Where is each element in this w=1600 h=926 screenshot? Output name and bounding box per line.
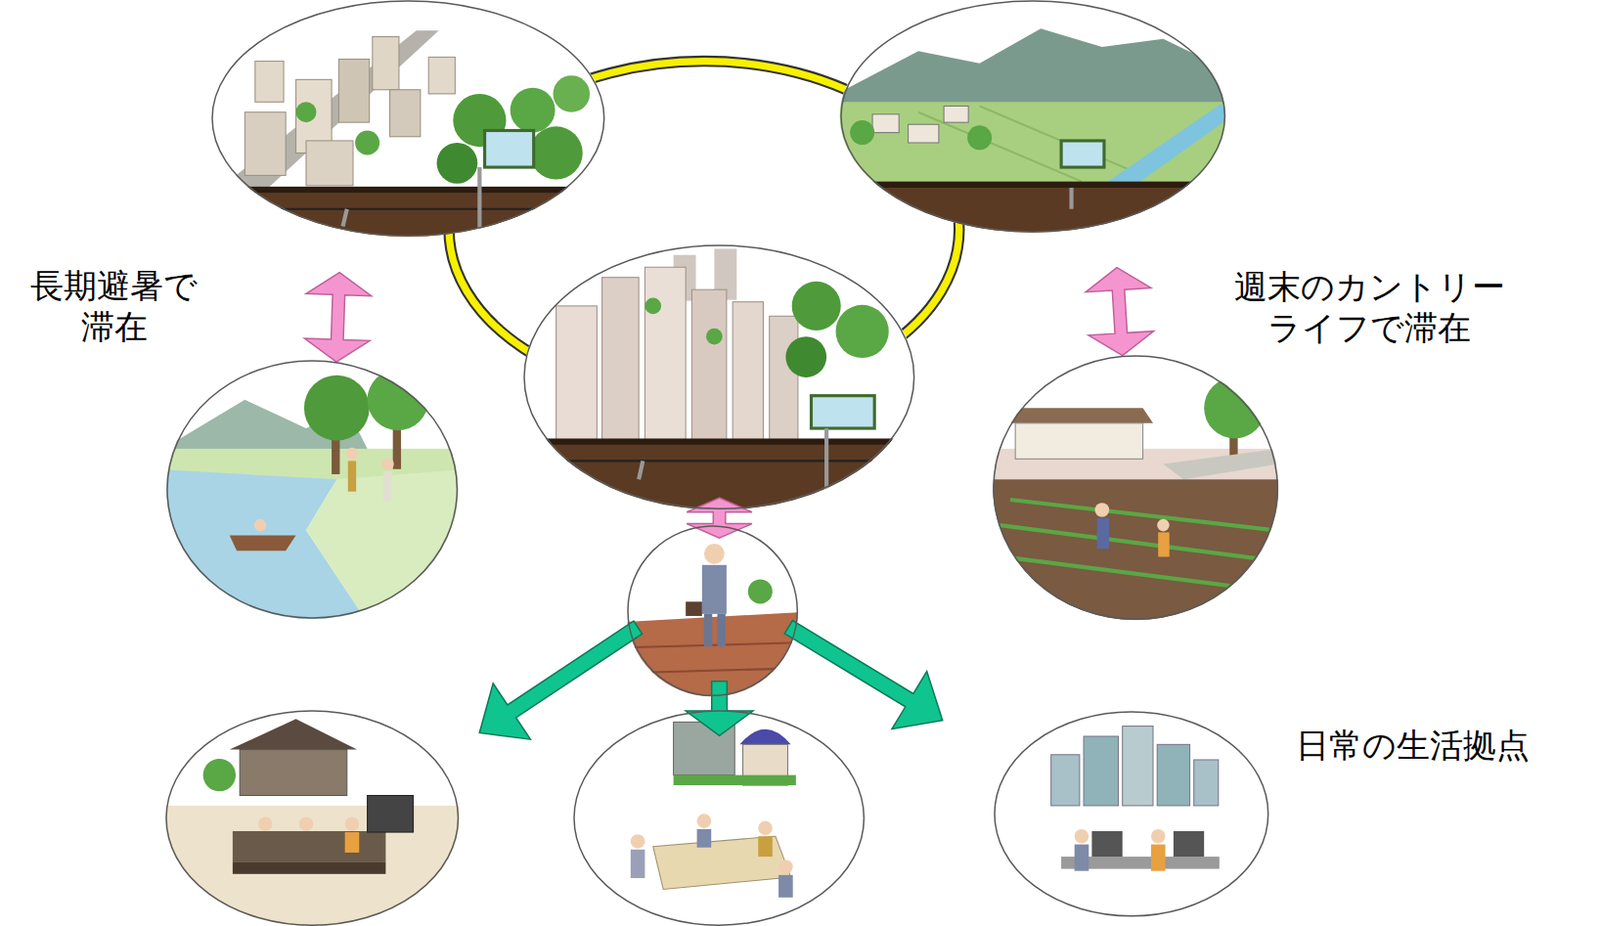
city-scene — [193, 30, 623, 261]
circle-outline — [165, 710, 459, 926]
circle-outline — [524, 245, 915, 509]
double-arrow — [1085, 267, 1154, 356]
scene-circle — [992, 355, 1279, 621]
scene-circle — [573, 710, 865, 926]
farm-scene — [989, 377, 1287, 623]
double-arrow — [304, 272, 371, 363]
scene-circle — [993, 711, 1270, 918]
circle-outline — [627, 526, 798, 696]
circle-outline — [166, 359, 458, 620]
rural-scene — [826, 28, 1245, 245]
circle-outline — [841, 0, 1225, 232]
scene-circle — [211, 0, 606, 237]
circle-outline — [167, 360, 457, 619]
circle-outline — [993, 711, 1270, 918]
circle-outline — [166, 711, 458, 926]
block-arrow — [784, 621, 942, 730]
scene-circle — [165, 710, 459, 926]
circle-outline — [992, 355, 1279, 621]
circle-outline — [574, 711, 864, 926]
meeting-scene — [630, 721, 797, 897]
walker-scene — [622, 543, 806, 705]
circle-outline — [840, 0, 1226, 233]
circle-outline — [626, 525, 799, 697]
scene-circle — [166, 359, 458, 620]
circle-outline — [994, 711, 1269, 917]
circle-outline — [993, 355, 1278, 620]
scene-circle — [523, 244, 916, 510]
scene-circle — [626, 525, 799, 697]
edge-label: 週末のカントリー ライフで滞在 — [1226, 266, 1512, 350]
edge-label: 長期避暑で 滞在 — [21, 265, 208, 349]
circle-outline — [211, 0, 606, 237]
circle-outline — [212, 0, 605, 236]
caption-label: 日常の生活拠点 — [1295, 724, 1530, 767]
circle-outline — [573, 710, 865, 926]
scene-circle — [840, 0, 1226, 233]
circle-outline — [523, 244, 916, 510]
office-scene — [1051, 726, 1220, 872]
block-arrow — [479, 621, 642, 740]
